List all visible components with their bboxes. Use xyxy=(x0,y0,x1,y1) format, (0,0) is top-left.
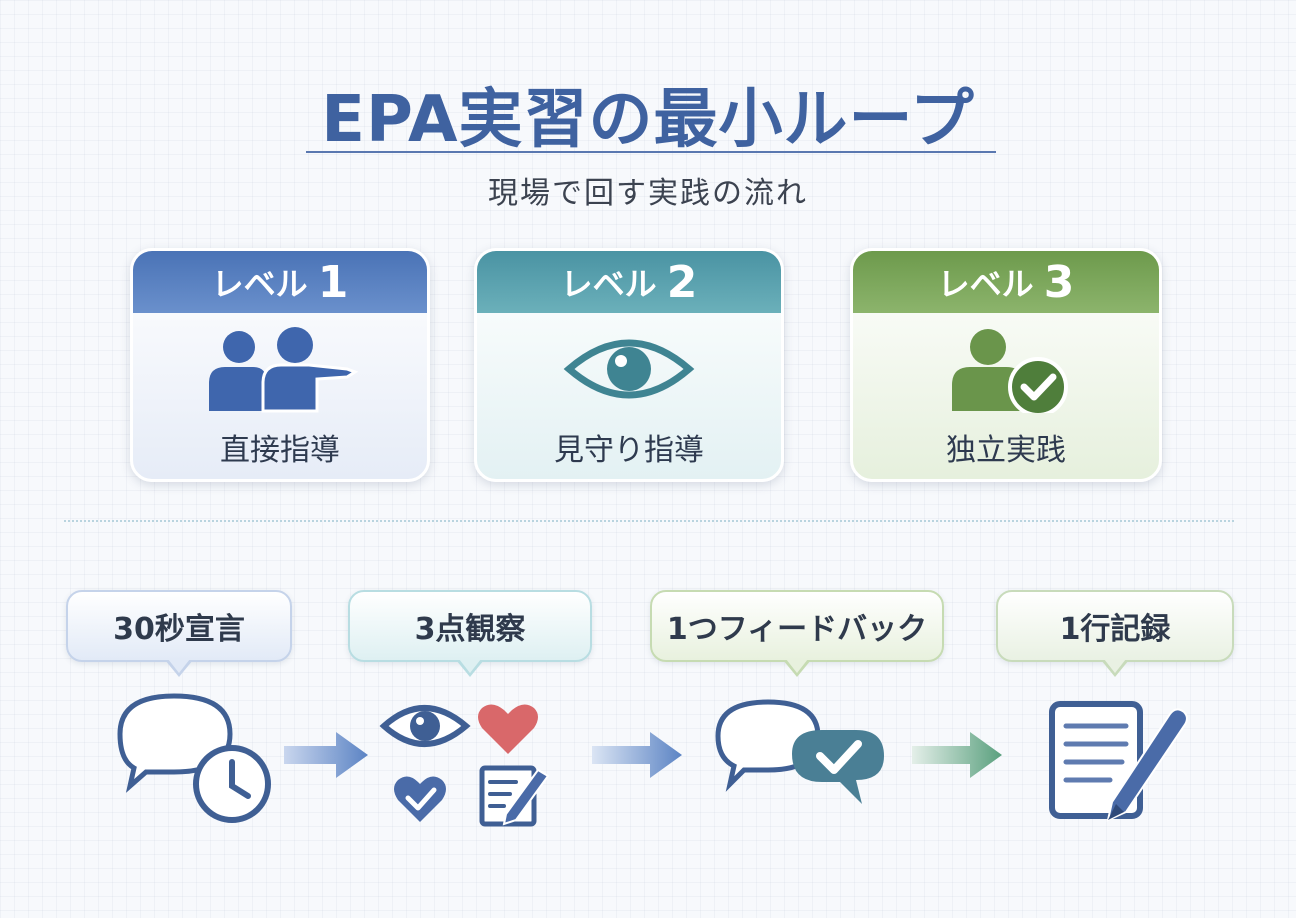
document-pen-icon xyxy=(1046,698,1192,826)
step-bubble-2: 3点観察 xyxy=(348,590,592,677)
speech-bubble-clock-icon xyxy=(112,690,278,830)
page-title: EPA実習の最小ループ xyxy=(321,83,975,157)
flow-arrow-2 xyxy=(592,730,684,784)
level-body-1: 直接指導 xyxy=(133,313,427,479)
level-header-2: レベル 2 xyxy=(477,251,781,313)
step-bubble-3: 1つフィードバック xyxy=(650,590,944,677)
level-name: 直接指導 xyxy=(220,433,340,468)
level-number: 1 xyxy=(317,256,349,308)
flow-arrow-1 xyxy=(284,730,370,784)
two-people-pointing-icon xyxy=(133,325,427,413)
page-subtitle: 現場で回す実践の流れ xyxy=(488,176,808,211)
step-label: 3点観察 xyxy=(414,612,526,647)
eye-heart-checklist-icon xyxy=(378,696,554,834)
section-divider xyxy=(64,520,1234,522)
level-prefix: レベル xyxy=(211,265,308,303)
step-label: 1行記録 xyxy=(1059,612,1171,647)
level-body-3: 独立実践 xyxy=(853,313,1159,479)
level-name: 独立実践 xyxy=(946,433,1066,468)
title-underline xyxy=(306,151,996,153)
speech-bubble-check-icon xyxy=(712,696,888,820)
level-header-3: レベル 3 xyxy=(853,251,1159,313)
level-card-2: レベル 2 見守り指導 xyxy=(474,248,784,482)
level-body-2: 見守り指導 xyxy=(477,313,781,479)
step-label: 30秒宣言 xyxy=(113,612,245,647)
level-header-1: レベル 1 xyxy=(133,251,427,313)
level-prefix: レベル xyxy=(560,265,657,303)
flow-arrow-3 xyxy=(912,730,1004,784)
level-card-3: レベル 3 独立実践 xyxy=(850,248,1162,482)
step-bubble-4: 1行記録 xyxy=(996,590,1234,677)
level-name: 見守り指導 xyxy=(554,433,704,468)
level-number: 2 xyxy=(666,256,698,308)
level-prefix: レベル xyxy=(937,265,1034,303)
level-card-1: レベル 1 直接指導 xyxy=(130,248,430,482)
step-label: 1つフィードバック xyxy=(666,612,928,647)
level-number: 3 xyxy=(1043,256,1075,308)
step-bubble-1: 30秒宣言 xyxy=(66,590,292,677)
eye-icon xyxy=(477,325,781,413)
person-check-icon xyxy=(853,325,1159,413)
